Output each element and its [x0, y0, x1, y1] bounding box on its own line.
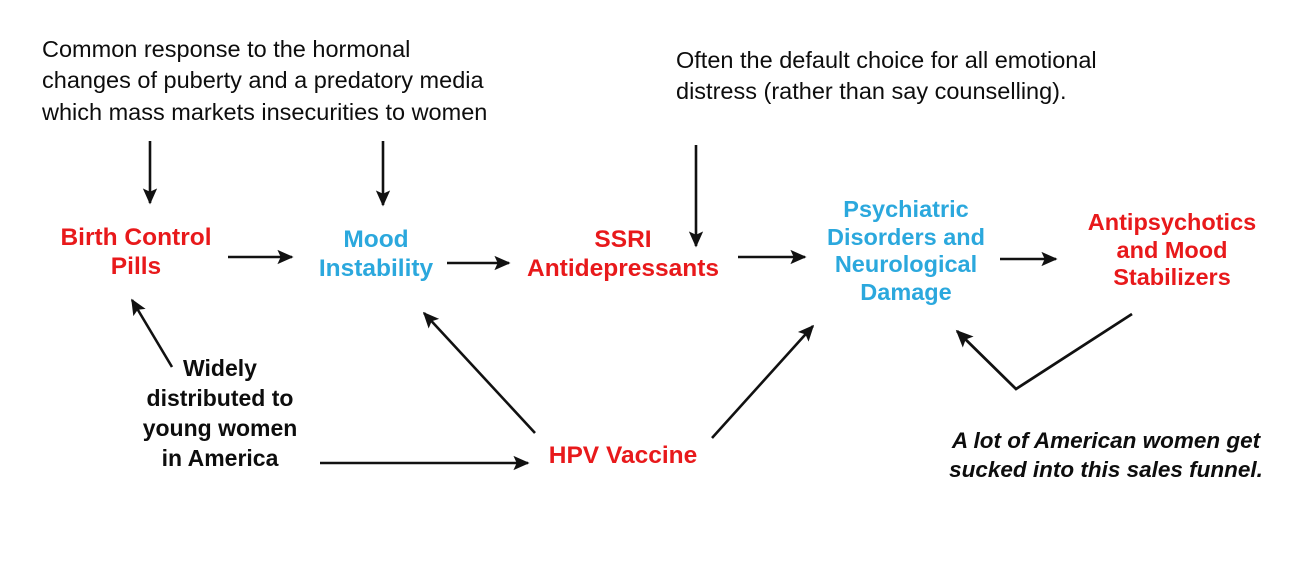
node-ssri-antidepressants[interactable]: SSRI Antidepressants: [512, 226, 734, 284]
node-psychiatric-disorders-label: Psychiatric Disorders and Neurological D…: [826, 196, 986, 306]
node-hpv-vaccine-label: HPV Vaccine: [548, 442, 698, 469]
arrow-hpv-vaccine-to-psychiatric-disorders: [711, 324, 815, 439]
node-antipsychotics[interactable]: Antipsychotics and Mood Stabilizers: [1062, 209, 1282, 292]
note-widely-distributed: Widely distributed to young women in Ame…: [128, 354, 312, 474]
node-mood-instability-label: Mood Instability: [318, 226, 434, 282]
node-antipsychotics-label: Antipsychotics and Mood Stabilizers: [1087, 209, 1257, 291]
note-default-choice: Often the default choice for all emotion…: [676, 45, 1176, 108]
note-default-choice-text: Often the default choice for all emotion…: [676, 47, 1097, 105]
note-sales-funnel: A lot of American women get sucked into …: [922, 426, 1290, 485]
arrow-antipsychotics-to-psychiatric-disorders: [955, 312, 1133, 391]
note-puberty-response: Common response to the hormonal changes …: [42, 34, 562, 128]
note-sales-funnel-text: A lot of American women get sucked into …: [949, 428, 1263, 483]
node-ssri-antidepressants-label: SSRI Antidepressants: [527, 226, 719, 282]
note-puberty-text: Common response to the hormonal changes …: [42, 36, 488, 125]
arrow-hpv-vaccine-to-mood-instability: [422, 311, 536, 434]
node-birth-control-pills[interactable]: Birth Control Pills: [32, 224, 240, 282]
node-psychiatric-disorders[interactable]: Psychiatric Disorders and Neurological D…: [808, 196, 1004, 307]
note-widely-distributed-text: Widely distributed to young women in Ame…: [142, 355, 298, 471]
node-hpv-vaccine[interactable]: HPV Vaccine: [534, 442, 712, 471]
node-birth-control-pills-label: Birth Control Pills: [60, 224, 212, 280]
node-mood-instability[interactable]: Mood Instability: [296, 226, 456, 284]
